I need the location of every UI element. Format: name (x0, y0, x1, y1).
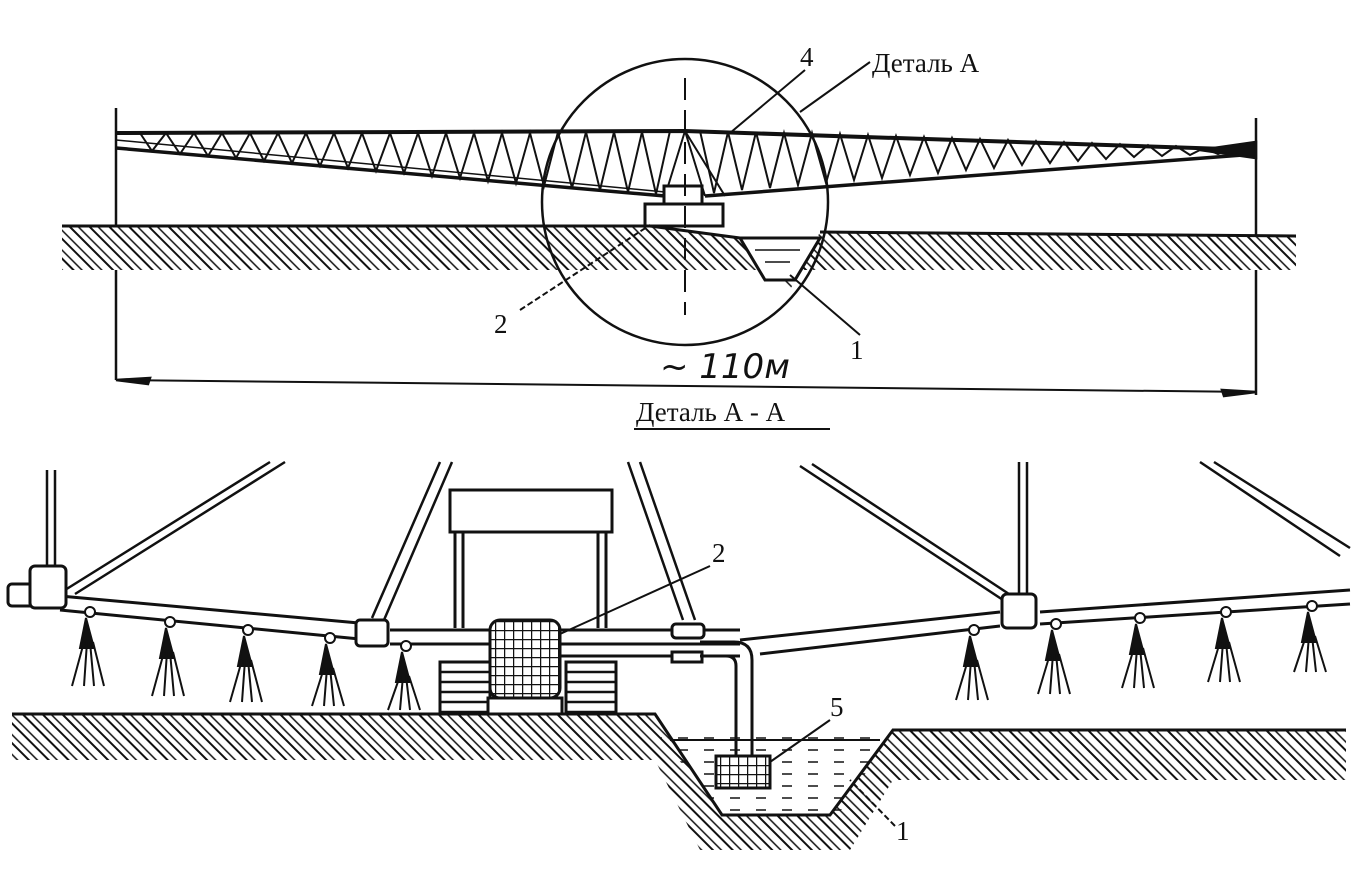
cabin-roof (448, 488, 614, 534)
joint-mid-left (354, 618, 390, 648)
detail-circle (540, 57, 830, 347)
callout-1-detail: 1 (896, 816, 910, 846)
pipeline-left (59, 594, 371, 642)
detail-ground (12, 714, 1346, 850)
sprinklers-left (71, 606, 421, 711)
joint-left (28, 564, 68, 610)
callout-2-detail: 2 (712, 538, 726, 568)
leader-4 (729, 69, 806, 134)
leader-2-top (519, 224, 651, 311)
leader-1-top (789, 274, 861, 336)
dimension-line (115, 379, 1257, 393)
leader-5 (769, 719, 831, 763)
stays (64, 460, 1351, 621)
callout-1-top: 1 (850, 335, 864, 365)
drive-unit (488, 618, 562, 700)
joint-mid-right (670, 622, 706, 640)
callout-4: 4 (800, 42, 814, 72)
callout-5: 5 (830, 692, 844, 722)
left-wheel (438, 660, 492, 720)
leader-1-detail (849, 779, 896, 827)
leader-detail (799, 61, 871, 113)
callout-2-top: 2 (494, 309, 508, 339)
right-mast (1017, 462, 1029, 594)
left-mast (45, 470, 57, 566)
top-view (62, 57, 1297, 398)
intake-pipe (700, 640, 754, 760)
right-wheel (564, 660, 618, 720)
detail-ground-surface (12, 712, 1346, 817)
cabin-frame (453, 532, 608, 628)
sprinklers-right (955, 600, 1327, 701)
intake-filter (714, 754, 772, 790)
joint-right (1000, 592, 1038, 630)
detail-view (6, 460, 1351, 850)
pipe-bracket (670, 650, 704, 664)
dimension-label: ~ 110м (660, 347, 790, 387)
leader-2-detail (559, 565, 711, 635)
pipeline-right (739, 588, 1351, 656)
detail-a-label: Деталь А (872, 48, 980, 78)
detail-title: Деталь А - А (636, 397, 786, 427)
top-ground (62, 226, 1296, 290)
